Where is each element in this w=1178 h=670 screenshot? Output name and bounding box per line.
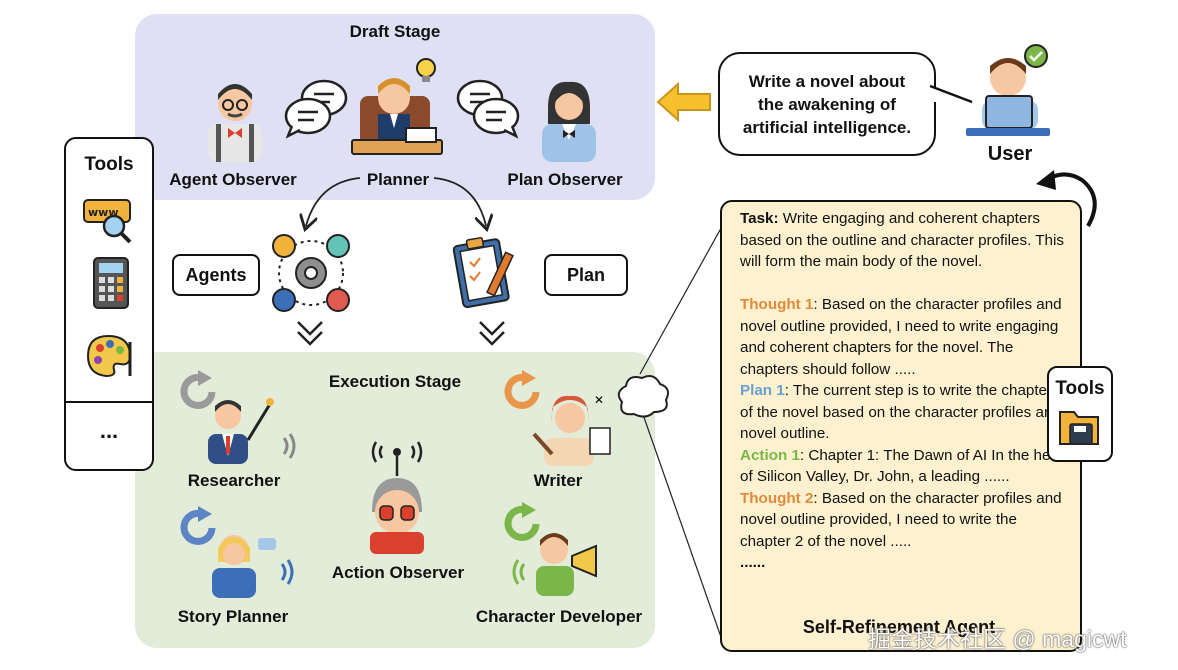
thought2-label: Thought 2 — [740, 489, 814, 507]
plan-observer-label: Plan Observer — [507, 170, 623, 189]
task-text: Write engaging and coherent chapters bas… — [740, 210, 1064, 270]
chat-bubbles-icon — [456, 79, 520, 139]
agent-observer-label: Agent Observer — [169, 170, 297, 189]
prompt-line: Write a novel about — [748, 71, 906, 91]
story-planner-icon — [212, 535, 294, 598]
refresh-icon — [180, 370, 216, 409]
refresh-icon — [504, 370, 540, 409]
action1-label: Action 1 — [740, 446, 800, 464]
clipboard-icon — [452, 237, 514, 309]
thought1-text: : Based on the character profiles and no… — [740, 296, 1062, 378]
planner-label: Planner — [366, 170, 430, 189]
calculator-icon — [93, 257, 129, 309]
action-observer-icon — [370, 441, 424, 554]
prompt-line: artificial intelligence. — [742, 117, 912, 137]
thought2-text: : Based on the character profiles and no… — [740, 489, 1062, 550]
draft-stage-title: Draft Stage — [349, 22, 441, 41]
card-tools-panel — [1047, 366, 1113, 462]
prompt-line: the awakening of — [758, 94, 896, 114]
execution-stage-title: Execution Stage — [328, 372, 462, 391]
refresh-icon — [180, 506, 216, 545]
paint-palette-icon — [86, 334, 132, 378]
researcher-label: Researcher — [187, 471, 281, 490]
writer-label: Writer — [533, 471, 583, 490]
action-observer-label: Action Observer — [331, 563, 465, 582]
refresh-icon — [504, 502, 540, 541]
task-label: Task: — [740, 210, 779, 227]
plan1-text: : The current step is to write the chapt… — [740, 382, 1065, 442]
writer-icon: ✕ — [532, 393, 611, 466]
plan1-label: Plan 1 — [740, 382, 785, 399]
character-developer-icon — [512, 533, 597, 596]
watermark: 掘金技术社区 @ magicwt — [868, 626, 1127, 652]
story-planner-label: Story Planner — [177, 607, 289, 626]
tools-title: Tools — [84, 154, 134, 175]
action1-text: : Chapter 1: The Dawn of AI In the heart… — [740, 446, 1069, 486]
user-icon — [966, 44, 1050, 136]
agent-observer-icon — [208, 84, 262, 162]
thought-cloud-icon — [617, 375, 669, 418]
user-prompt-bubble: Write a novel about the awakening of art… — [718, 52, 936, 156]
agents-box: Agents — [172, 254, 260, 296]
tools-more: ... — [99, 418, 119, 443]
svg-text:✕: ✕ — [594, 393, 604, 407]
agents-network-icon — [272, 234, 350, 312]
folder-save-icon — [1059, 411, 1099, 445]
web-search-icon: www — [83, 199, 132, 244]
user-label: User — [987, 143, 1033, 165]
divider — [66, 401, 152, 403]
self-refinement-title: Self-Refinement Agent — [802, 617, 996, 637]
character-developer-label: Character Developer — [475, 607, 643, 626]
bubble-tail — [929, 84, 973, 104]
plan-box: Plan — [544, 254, 628, 296]
self-refinement-text: Task: Write engaging and coherent chapte… — [740, 208, 1070, 574]
thought1-label: Thought 1 — [740, 296, 814, 313]
plan-observer-icon — [542, 81, 596, 162]
chat-bubbles-icon — [284, 79, 348, 139]
refresh-arrow-icon — [1036, 170, 1097, 227]
card-tools-title: Tools — [1055, 378, 1105, 399]
ellipsis: ...... — [740, 554, 766, 571]
planner-icon — [351, 58, 443, 155]
arrow-left-icon — [656, 81, 711, 123]
self-refinement-card — [720, 200, 1082, 652]
researcher-icon — [208, 398, 296, 464]
